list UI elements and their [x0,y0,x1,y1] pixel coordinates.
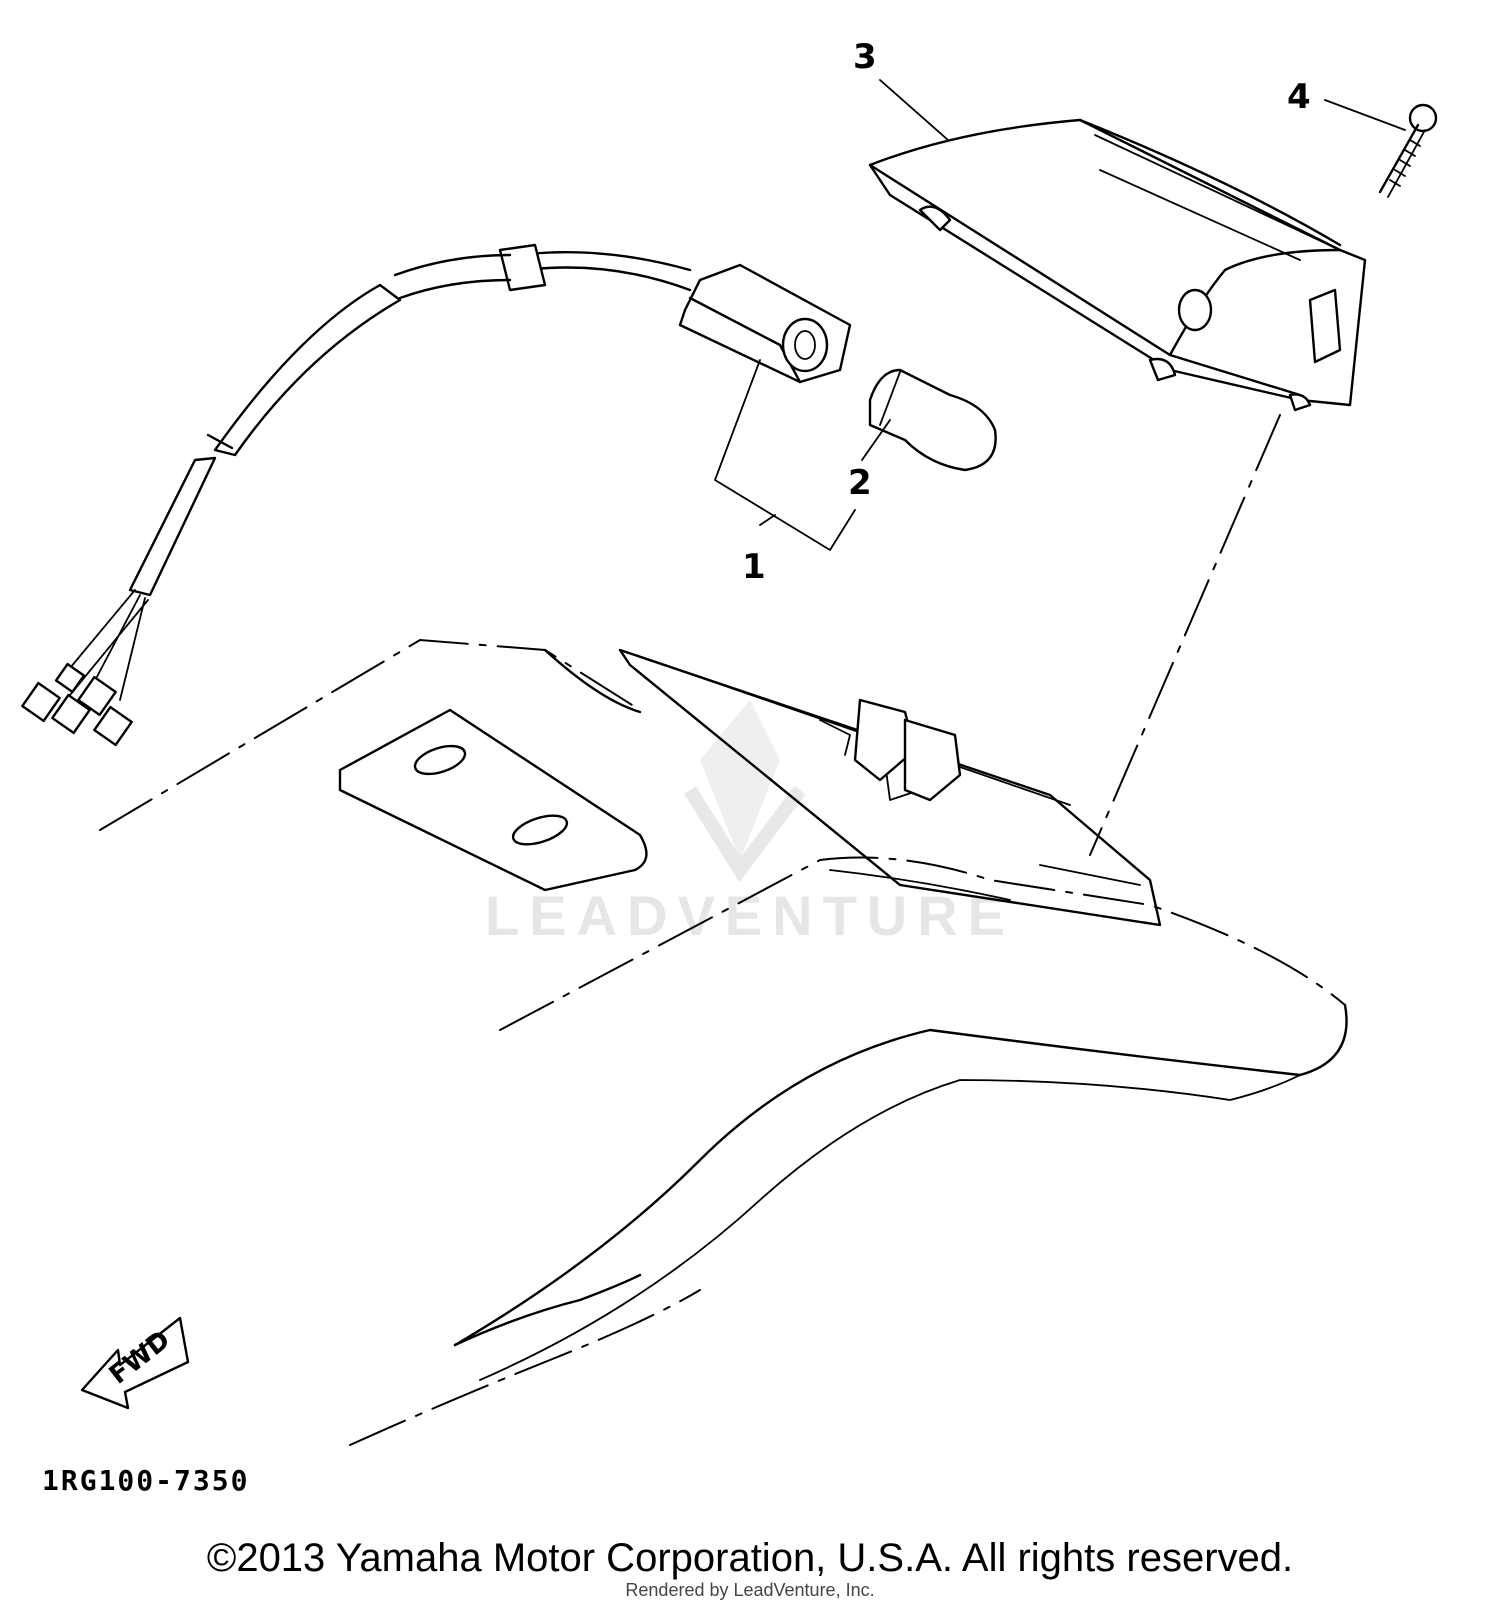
callout-2: 2 [848,463,872,503]
lamp-mount [618,648,1162,927]
screw-part-4 [1378,103,1438,198]
rear-fender [99,638,1348,1446]
rendered-by-text: Rendered by LeadVenture, Inc. [625,1580,875,1600]
bulb-part-2 [868,368,997,472]
leader-lines [714,79,1406,856]
callout-1: 1 [742,547,766,587]
callout-3: 3 [853,37,877,77]
diagram-code: 1RG100-7350 [42,1464,250,1497]
mounting-plate [338,708,648,892]
lamp-cover-part-3 [868,118,1367,412]
socket-harness-part-1 [21,243,852,747]
copyright-notice: ©2013 Yamaha Motor Corporation, U.S.A. A… [206,1536,1294,1580]
watermark: LEADVENTURE [485,700,1015,947]
watermark-text: LEADVENTURE [485,884,1015,947]
callout-4: 4 [1287,77,1311,117]
fwd-arrow: FWD [80,1316,190,1410]
